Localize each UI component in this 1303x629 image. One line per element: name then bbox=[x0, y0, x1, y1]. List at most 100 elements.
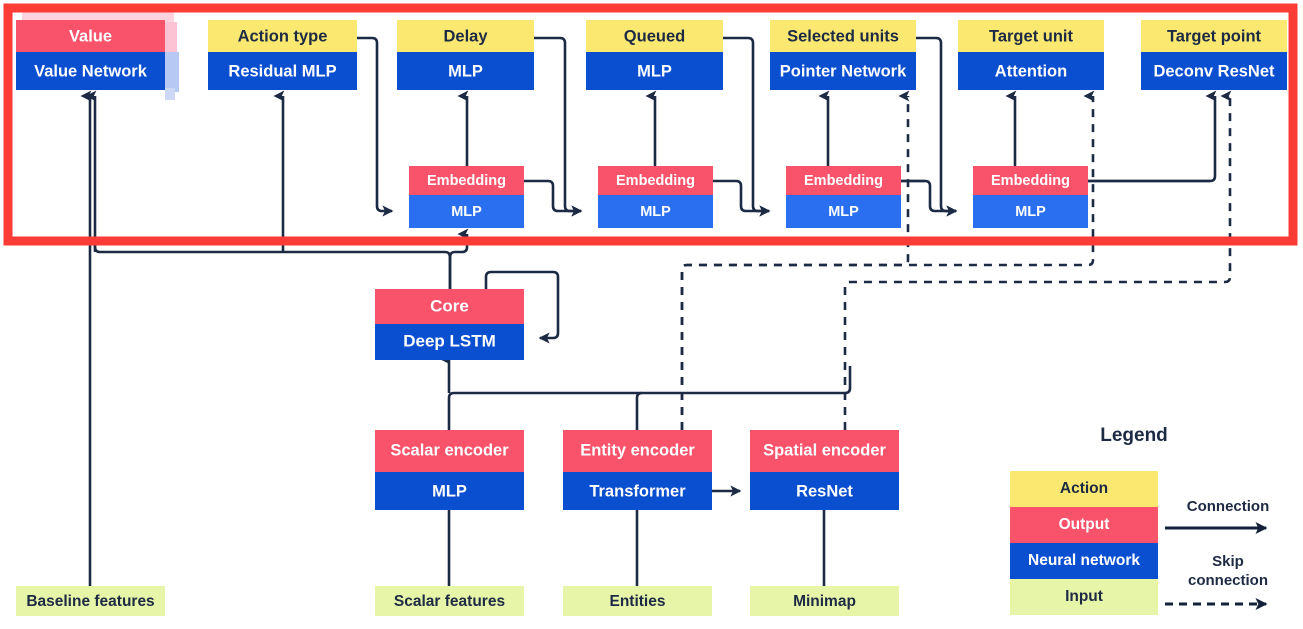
encoder-entity_encoder-bottom-label: Transformer bbox=[589, 482, 686, 500]
input-entities-box bbox=[563, 586, 712, 616]
embedding-emb_queued-bottom-label: MLP bbox=[640, 204, 671, 220]
edge-delay-to-emb-queued bbox=[534, 36, 583, 217]
legend-input: Input bbox=[1010, 579, 1158, 615]
legend-connection-label: Connection bbox=[1187, 498, 1270, 515]
input-minimap-label: Minimap bbox=[793, 593, 856, 610]
head-queued-action-label: Queued bbox=[624, 27, 685, 45]
head-value-action-band bbox=[16, 20, 165, 52]
embedding-emb_delay-top-label: Embedding bbox=[427, 173, 506, 189]
embedding-emb_selected_units-bottom-label: MLP bbox=[828, 204, 859, 220]
encoder-scalar_encoder-output-band bbox=[375, 430, 524, 472]
head-delay-action-label: Delay bbox=[443, 27, 488, 45]
embedding-emb_target_unit-bottom-label: MLP bbox=[1015, 204, 1046, 220]
legend-neural-network-label: Neural network bbox=[1028, 552, 1140, 569]
head-target_unit-action-band bbox=[958, 20, 1104, 52]
action-heads-highlight-frame bbox=[3, 3, 1298, 246]
input-scalar_features[interactable]: Scalar features bbox=[375, 586, 524, 616]
encoder-scalar_encoder-top-label: Scalar encoder bbox=[390, 441, 509, 459]
edge-encoders-bus-to-core bbox=[447, 366, 852, 430]
connections-skip bbox=[680, 90, 1232, 430]
encoder-entity_encoder-output-band bbox=[563, 430, 712, 472]
embeddings-row: EmbeddingMLPEmbeddingMLPEmbeddingMLPEmbe… bbox=[409, 166, 1088, 228]
embedding-emb_selected_units-network-band bbox=[786, 195, 901, 228]
edge-selected-units-to-emb-target-unit bbox=[916, 36, 958, 217]
legend-input-swatch bbox=[1010, 579, 1158, 615]
head-target_point-action-label: Target point bbox=[1167, 27, 1262, 45]
core-bottom-label: Deep LSTM bbox=[403, 331, 496, 350]
encoder-scalar_encoder-network-band bbox=[375, 472, 524, 510]
embedding-emb_delay-network-band bbox=[409, 195, 524, 228]
inputs-row: Baseline features Scalar features Entities… bbox=[16, 586, 899, 616]
embedding-emb_selected_units-top-label: Embedding bbox=[804, 173, 883, 189]
edge-core-to-delay-embedding bbox=[448, 228, 469, 289]
head-value-network-label: Value Network bbox=[34, 62, 148, 80]
input-minimap-box bbox=[750, 586, 899, 616]
encoder-spatial_encoder-bottom-label: ResNet bbox=[796, 482, 853, 500]
embedding-emb_queued-output-band bbox=[598, 166, 713, 195]
legend-action-swatch bbox=[1010, 471, 1158, 507]
input-scalar_features-box bbox=[375, 586, 524, 616]
edge-emb-queued-to-emb-selected-units bbox=[713, 179, 771, 217]
core-network-band bbox=[375, 324, 524, 360]
input-scalar_features-label: Scalar features bbox=[394, 593, 505, 610]
input-minimap[interactable]: Minimap bbox=[750, 586, 899, 616]
head-queued-network-band bbox=[586, 52, 723, 90]
input-baseline_features-label: Baseline features bbox=[26, 593, 154, 610]
head-target_unit-network-label: Attention bbox=[995, 62, 1067, 80]
head-value-network-band bbox=[16, 52, 165, 90]
head-delay-action-band bbox=[397, 20, 534, 52]
head-queued-action-band bbox=[586, 20, 723, 52]
head-target_unit-network-band bbox=[958, 52, 1104, 90]
head-action_type-action-band bbox=[208, 20, 357, 52]
embedding-emb_target_unit-network-band bbox=[973, 195, 1088, 228]
encoder-spatial_encoder-output-band bbox=[750, 430, 899, 472]
legend-output-label: Output bbox=[1059, 516, 1110, 533]
edge-emb-delay-to-emb-queued bbox=[524, 179, 583, 217]
encoder-scalar_encoder-bottom-label: MLP bbox=[432, 482, 467, 500]
embedding-emb_delay-output-band bbox=[409, 166, 524, 195]
head-target_point-network-label: Deconv ResNet bbox=[1153, 62, 1275, 80]
embedding-emb_selected_units-output-band bbox=[786, 166, 901, 195]
edge-core-self-loop bbox=[484, 270, 560, 344]
head-action_type-action-label: Action type bbox=[238, 27, 328, 45]
head-action_type-network-band bbox=[208, 52, 357, 90]
core-top-label: Core bbox=[430, 296, 469, 315]
edge-emb-selected-units-to-emb-target-unit bbox=[901, 179, 958, 217]
head-selected_units-action-band bbox=[770, 20, 916, 52]
legend-skip-connection-label-line1: Skip bbox=[1212, 553, 1244, 570]
embedding-emb_queued-network-band bbox=[598, 195, 713, 228]
input-baseline_features-box bbox=[16, 586, 165, 616]
head-selected_units-network-band bbox=[770, 52, 916, 90]
head-delay-network-band bbox=[397, 52, 534, 90]
encoder-entity_encoder-network-band bbox=[563, 472, 712, 510]
head-queued-network-label: MLP bbox=[637, 62, 672, 80]
legend-input-label: Input bbox=[1065, 588, 1103, 605]
head-target_unit-action-label: Target unit bbox=[989, 27, 1074, 45]
skip-entity-encoder-to-selected-units bbox=[680, 90, 910, 430]
input-baseline_features[interactable]: Baseline features bbox=[16, 586, 165, 616]
legend-title: Legend bbox=[1100, 425, 1168, 446]
head-target_point-action-band bbox=[1141, 20, 1287, 52]
legend-output: Output bbox=[1010, 507, 1158, 543]
input-entities[interactable]: Entities bbox=[563, 586, 712, 616]
embedding-emb_queued-top-label: Embedding bbox=[616, 173, 695, 189]
